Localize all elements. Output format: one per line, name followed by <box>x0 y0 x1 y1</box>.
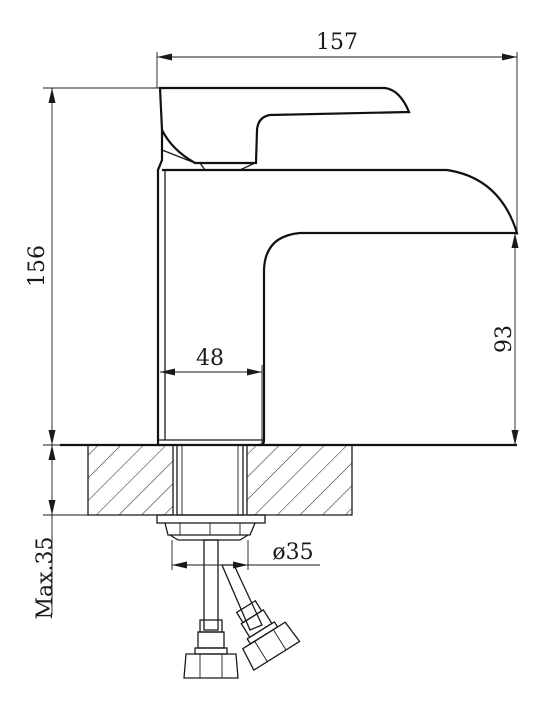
right-hose-fitting <box>235 599 301 672</box>
dimension-spout-height-label: 93 <box>492 325 517 353</box>
dimension-overall-height-label: 156 <box>25 245 50 287</box>
left-hose-fitting <box>183 619 239 679</box>
lever-handle <box>158 86 411 165</box>
spout <box>259 168 519 447</box>
dimension-spout-height: 93 <box>492 233 519 445</box>
dimension-base-width: 48 <box>160 346 263 445</box>
dimension-base-width-label: 48 <box>196 346 224 371</box>
dimension-max-thickness-label: Max.35 <box>33 536 58 619</box>
dimension-overall-width-label: 157 <box>316 30 358 55</box>
dimension-max-thickness: Max.35 <box>33 445 88 620</box>
dimension-hole-diameter-label: ø35 <box>272 540 313 565</box>
dimension-overall-width: 157 <box>156 30 518 235</box>
mounting-nut <box>156 514 266 541</box>
faucet-body <box>156 86 519 447</box>
countertop-section <box>60 443 517 516</box>
dimension-overall-height: 156 <box>25 87 162 446</box>
supply-hoses <box>183 539 301 679</box>
dimension-hole-diameter: ø35 <box>171 540 320 570</box>
